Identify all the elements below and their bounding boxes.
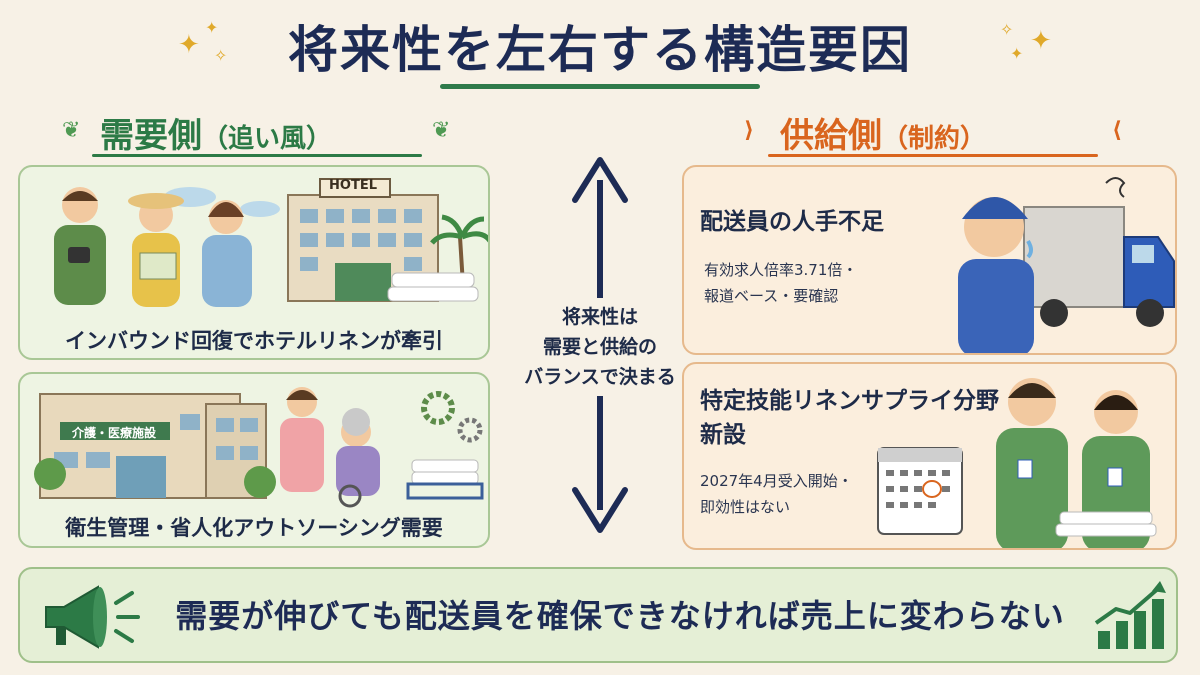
sparkle-icon: ✧ [1000, 20, 1014, 39]
conclusion-banner: 需要が伸びても配送員を確保できなければ売上に変わらない [18, 567, 1178, 663]
supply-card-labor-shortage: 配送員の人手不足 有効求人倍率3.71倍・ 報道ベース・要確認 [682, 165, 1177, 355]
supply-heading-paren: （制約） [882, 124, 987, 154]
burst-icon: ⟨ [1112, 118, 1123, 143]
center-balance-text: 将来性は 需要と供給の バランスで決まる [500, 298, 700, 396]
facility-sign: 介護・医療施設 [71, 426, 156, 440]
demand-card-caption: インバウンド回復でホテルリネンが牽引 [65, 329, 443, 353]
supply-card-title: 特定技能リネンサプライ分野 新設 [700, 384, 999, 452]
title-line: 特定技能リネンサプライ分野 [700, 388, 999, 414]
supply-card-note: 2027年4月受入開始・ 即効性はない [700, 468, 853, 520]
demand-heading-paren: （追い風） [202, 124, 333, 154]
hotel-sign: HOTEL [329, 178, 377, 193]
delivery-worker-truck-illustration [958, 177, 1175, 353]
demand-underline [92, 154, 422, 157]
sparkle-icon: ✧ [214, 46, 228, 65]
calendar-workers-illustration [877, 378, 1157, 548]
inbound-hotel-illustration [54, 178, 488, 307]
leaf-icon: ❦ [432, 118, 451, 143]
supply-card-title: 配送員の人手不足 [700, 209, 884, 235]
burst-icon: ⟩ [744, 118, 755, 143]
center-line: 需要と供給の [542, 336, 657, 358]
note-line: 有効求人倍率3.71倍・ [704, 261, 858, 279]
leaf-icon: ❦ [62, 118, 81, 143]
center-line: 将来性は [561, 306, 638, 328]
growth-chart-icon [1094, 581, 1166, 649]
sparkle-icon: ✦ [205, 18, 219, 37]
demand-card-caption: 衛生管理・省人化アウトソーシング需要 [65, 516, 443, 540]
care-facility-illustration [34, 387, 484, 508]
sparkle-icon: ✦ [178, 30, 200, 60]
center-line: バランスで決まる [524, 366, 676, 388]
page-title: 将来性を左右する構造要因 [288, 21, 912, 79]
supply-card-note: 有効求人倍率3.71倍・ 報道ベース・要確認 [704, 257, 857, 309]
conclusion-text: 需要が伸びても配送員を確保できなければ売上に変わらない [175, 597, 1065, 635]
title-line: 新設 [700, 422, 746, 448]
supply-underline [768, 154, 1098, 157]
supply-card-specified-skills: 特定技能リネンサプライ分野 新設 2027年4月受入開始・ 即効性はない [682, 362, 1177, 550]
title-underline [440, 84, 760, 89]
note-line: 2027年4月受入開始・ [700, 472, 853, 490]
sparkle-icon: ✦ [1010, 44, 1024, 63]
supply-heading: 供給側（制約） [780, 108, 986, 157]
supply-heading-label: 供給側 [780, 116, 882, 156]
sparkle-icon: ✦ [1030, 26, 1052, 56]
demand-card-inbound: インバウンド回復でホテルリネンが牽引 [18, 165, 490, 360]
megaphone-icon [45, 585, 140, 649]
note-line: 報道ベース・要確認 [704, 287, 839, 305]
demand-card-outsourcing: 介護・医療施設 衛生管理・省人化アウトソーシング需要 [18, 372, 490, 548]
demand-heading-label: 需要側 [100, 116, 202, 156]
demand-heading: 需要側（追い風） [100, 108, 332, 157]
note-line: 即効性はない [700, 498, 791, 516]
